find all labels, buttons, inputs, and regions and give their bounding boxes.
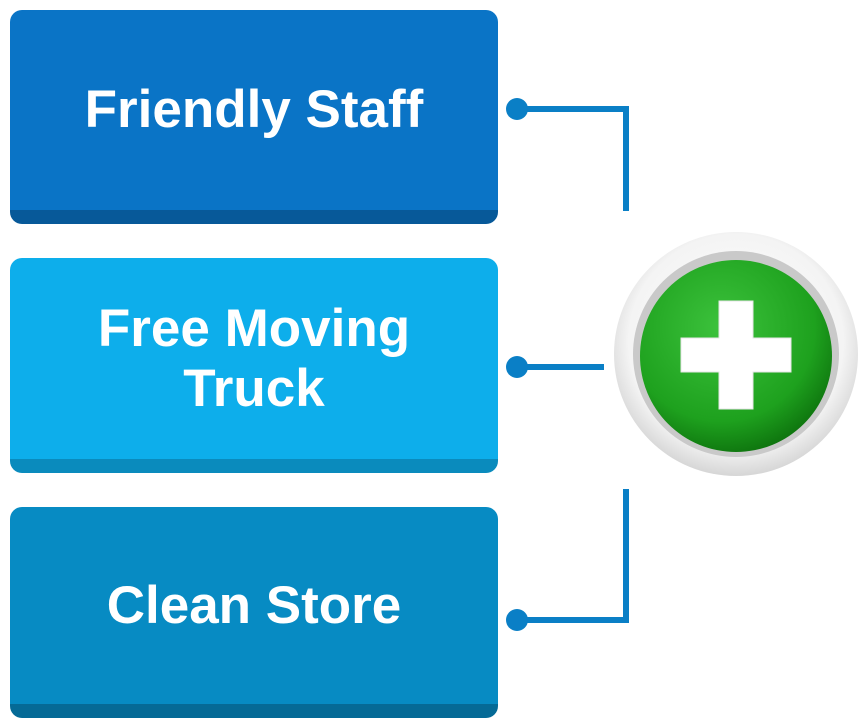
card-label: Clean Store: [106, 575, 402, 635]
card-clean-store: Clean Store: [10, 507, 498, 718]
card-label: Free Moving Truck: [97, 298, 411, 418]
card-friendly-staff: Friendly Staff: [10, 10, 498, 224]
card-label: Friendly Staff: [84, 80, 424, 139]
connector-top: [506, 98, 629, 211]
connector-bottom: [506, 489, 629, 631]
card-free-moving-truck: Free Moving Truck: [10, 258, 498, 473]
plus-icon: [614, 232, 858, 476]
connector-middle: [506, 356, 604, 378]
